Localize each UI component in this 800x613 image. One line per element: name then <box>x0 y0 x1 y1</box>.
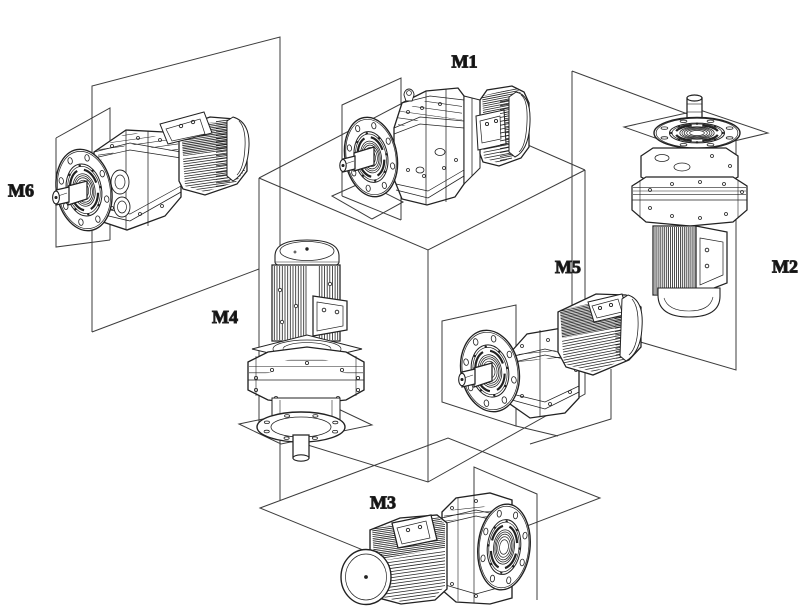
svg-text:M1: M1 <box>452 52 478 72</box>
svg-text:M4: M4 <box>212 307 238 327</box>
svg-text:M2: M2 <box>772 257 798 277</box>
svg-text:M6: M6 <box>8 181 34 201</box>
svg-text:M5: M5 <box>555 257 581 277</box>
svg-text:M3: M3 <box>370 493 396 513</box>
